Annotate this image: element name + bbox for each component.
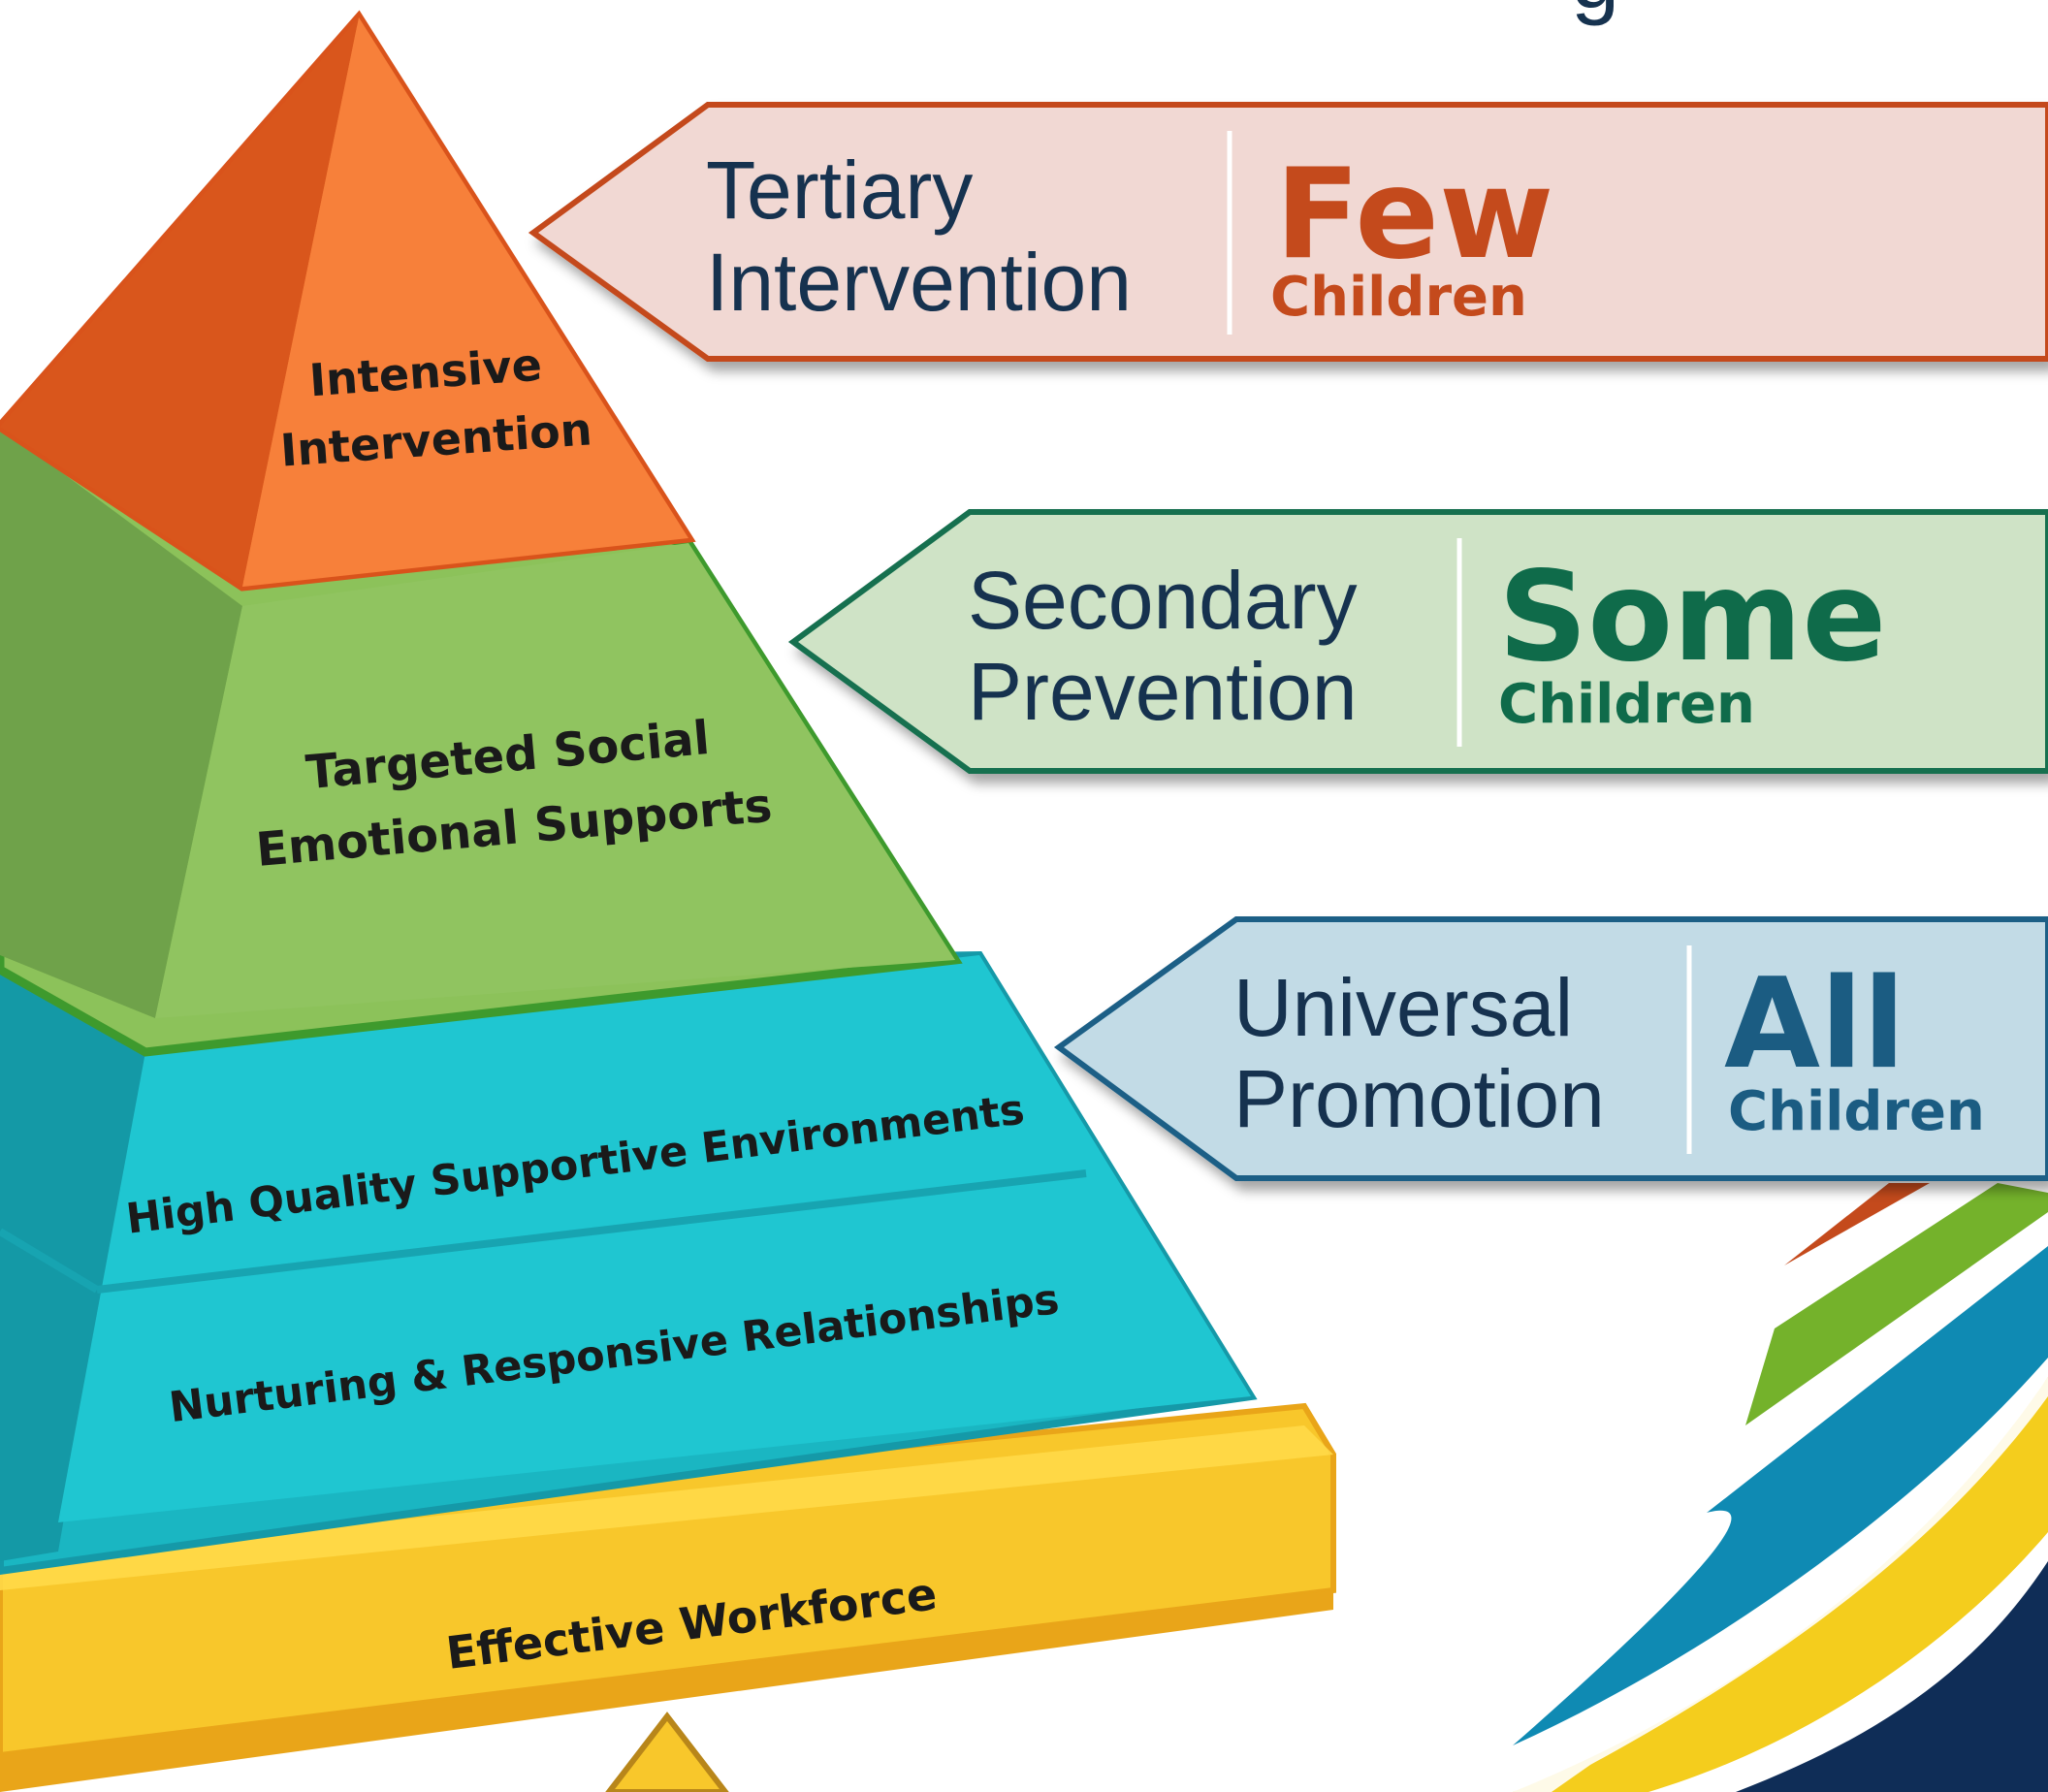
banner-tertiary-title-2: Intervention [706,237,1132,328]
banner-universal-title-2: Promotion [1233,1053,1605,1144]
banner-secondary-quantity: Some [1498,545,1886,689]
banner-tertiary-unit: Children [1270,266,1527,329]
decorative-swooshes [1513,1183,2048,1792]
banner-secondary-title-2: Prevention [968,646,1358,737]
banner-secondary [787,509,2048,774]
banner-universal-title-1: Universal [1233,962,1573,1053]
tier-teal-shape [0,950,1258,1576]
bottom-triangle-icon [605,1712,729,1792]
banner-universal-unit: Children [1728,1080,1985,1143]
banner-secondary-unit: Children [1498,673,1755,736]
banner-secondary-title-1: Secondary [968,555,1358,646]
banner-tertiary-title-1: Tertiary [706,144,973,236]
header-fragment: g [1571,0,1619,27]
banner-universal [1053,916,2048,1181]
tier-workforce-shape [0,1402,1336,1792]
banner-tertiary-quantity: Few [1275,143,1553,287]
banner-universal-quantity: All [1724,952,1905,1097]
pyramid [0,10,1336,1792]
banner-tertiary [528,102,2048,362]
tier-intensive-shape [0,10,696,592]
